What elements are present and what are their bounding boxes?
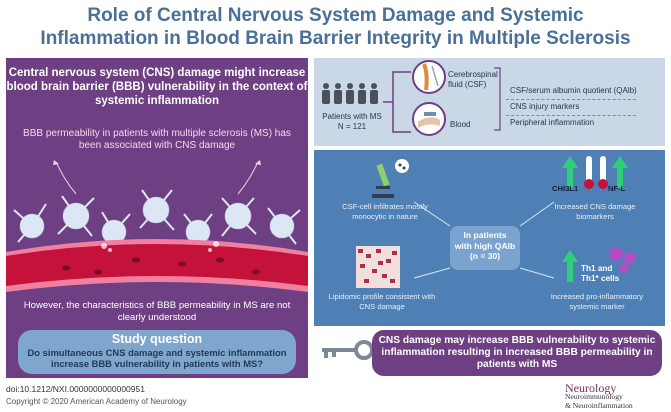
measures-bracket bbox=[494, 67, 501, 131]
high-qalb-line-3: (n = 30) bbox=[469, 251, 501, 261]
finding-csf: CSF-cell infiltrates mostly monocytic in… bbox=[342, 202, 428, 221]
study-question-title: Study question bbox=[111, 332, 203, 346]
bbb-illustration bbox=[6, 160, 308, 292]
csf-sample-icon bbox=[412, 60, 446, 94]
blood-sample-icon bbox=[412, 102, 446, 136]
high-qalb-group: In patients with high QAlb (n = 30) bbox=[450, 226, 520, 270]
finding-biomarkers: Increased CNS damage biomarkers bbox=[554, 202, 636, 221]
findings-connectors bbox=[413, 201, 555, 279]
journal-logo-line-3: & Neuroinflammation bbox=[565, 400, 633, 410]
th1-line-1: Th1 and bbox=[581, 264, 613, 273]
blood-label: Blood bbox=[450, 120, 471, 129]
marker-nfl: NF-L bbox=[608, 184, 626, 193]
csf-label: Cerebrospinal fluid (CSF) bbox=[448, 70, 498, 89]
journal-logo-title: Neurology bbox=[565, 381, 617, 395]
cohort-label-line-1: Patients with MS bbox=[322, 112, 382, 121]
th1-label: Th1 and Th1* cells bbox=[581, 264, 619, 284]
title-line-2: Inflammation in Blood Brain Barrier Inte… bbox=[40, 28, 631, 49]
measure-inflammation: Peripheral inflammation bbox=[510, 118, 595, 127]
measure-cns-injury: CNS injury markers bbox=[510, 102, 580, 111]
measure-qalb: CSF/serum albumin quotient (QAlb) bbox=[510, 86, 637, 95]
high-qalb-line-2: with high QAlb bbox=[454, 240, 516, 251]
marker-chi3l1: CHI3L1 bbox=[552, 184, 579, 193]
background-subheader: BBB permeability in patients with multip… bbox=[23, 128, 291, 151]
background-header: Central nervous system (CNS) damage migh… bbox=[6, 67, 308, 107]
th1-cells-icon bbox=[562, 247, 636, 282]
measure-divider-1 bbox=[506, 99, 636, 100]
key-icon bbox=[322, 340, 374, 360]
sample-bracket bbox=[383, 71, 411, 133]
patients-group-icon bbox=[322, 83, 378, 104]
cohort-label-line-2: N = 121 bbox=[337, 122, 367, 131]
study-question-text: Do simultaneous CNS damage and systemic … bbox=[27, 347, 287, 369]
conclusion-text: CNS damage may increase BBB vulnerabilit… bbox=[372, 330, 662, 376]
measure-divider-2 bbox=[506, 115, 636, 116]
th1-line-2: Th1* cells bbox=[581, 274, 620, 283]
title-line-1: Role of Central Nervous System Damage an… bbox=[87, 5, 584, 26]
journal-logo-line-2: Neuroimmunology bbox=[565, 392, 623, 401]
microscope-icon bbox=[372, 159, 409, 198]
doi-text: doi:10.1212/NXI.0000000000000951 bbox=[6, 384, 145, 394]
lipidomic-heatmap-icon bbox=[356, 246, 400, 288]
biomarker-thermometers-icon bbox=[562, 156, 628, 189]
cohort-label: Patients with MS N = 121 bbox=[318, 112, 386, 132]
copyright-text: Copyright © 2020 American Academy of Neu… bbox=[6, 397, 187, 406]
background-gap-text: However, the characteristics of BBB perm… bbox=[23, 300, 291, 323]
high-qalb-line-1: In patients bbox=[463, 230, 507, 240]
background-panel: Central nervous system (CNS) damage migh… bbox=[6, 58, 308, 378]
finding-inflammation: Increased pro-inflammatory systemic mark… bbox=[550, 292, 644, 311]
study-question-box: Study question Do simultaneous CNS damag… bbox=[18, 330, 296, 374]
page-title: Role of Central Nervous System Damage an… bbox=[0, 4, 671, 50]
finding-lipidomic: Lipidomic profile consistent with CNS da… bbox=[328, 292, 436, 311]
journal-logo-subtitle: Neuroimmunology & Neuroinflammation bbox=[565, 392, 633, 410]
